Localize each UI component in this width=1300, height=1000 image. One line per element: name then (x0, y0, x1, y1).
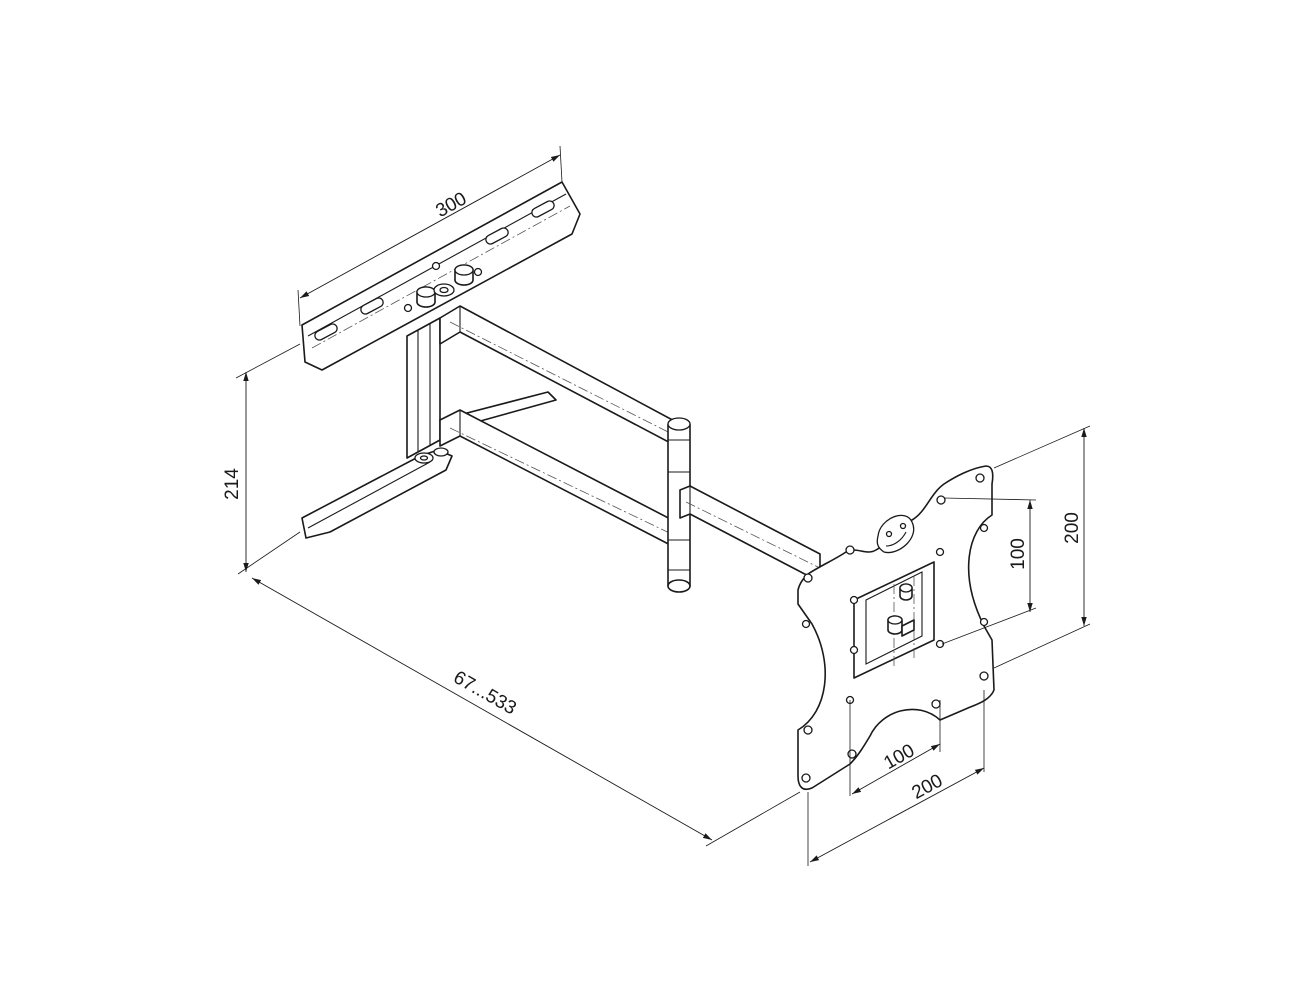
bolt (454, 264, 474, 286)
vertical-post (406, 317, 441, 459)
dimension-vesa-vertical-200: 200 (993, 425, 1091, 669)
vesa-hole (845, 545, 855, 555)
dimension-arm-extension: 67...533 (251, 577, 801, 847)
swing-arms (439, 305, 821, 593)
vesa-hole (975, 473, 985, 483)
bolt (887, 615, 915, 637)
dimension-label-arm-extension: 67...533 (450, 667, 520, 719)
vesa-hole (935, 639, 945, 649)
vesa-hole (803, 725, 813, 735)
vesa-plate (797, 465, 995, 791)
vesa-hole (803, 573, 813, 583)
vesa-hole (847, 749, 857, 759)
dimension-label-vesa-horizontal-200: 200 (908, 770, 946, 804)
dimension-label-vesa-vertical-100: 100 (1008, 538, 1029, 570)
dimension-214: 214 (222, 343, 301, 575)
dimension-label-vesa-vertical-200: 200 (1062, 512, 1083, 544)
lower-arm (439, 409, 681, 551)
vesa-hole (931, 699, 941, 709)
vesa-hole (979, 617, 989, 627)
bolt (899, 583, 913, 601)
vesa-hole (849, 595, 859, 605)
vesa-hole (801, 773, 811, 783)
vesa-hole (979, 671, 989, 681)
vesa-hole (849, 645, 859, 655)
dimension-label-300: 300 (432, 188, 470, 222)
dimension-vesa-vertical-100: 100 (941, 497, 1037, 645)
dimension-label-214: 214 (222, 468, 243, 500)
vesa-hole (801, 619, 811, 629)
vesa-hole (936, 495, 946, 505)
lower-support-plate (301, 449, 453, 539)
extension-tube (679, 485, 821, 583)
bolt (416, 286, 436, 308)
mount-slot (314, 323, 338, 341)
mount-slot (360, 297, 384, 315)
vesa-hole (935, 547, 945, 557)
vesa-hole (979, 523, 989, 533)
dimension-label-vesa-horizontal-100: 100 (880, 740, 918, 774)
